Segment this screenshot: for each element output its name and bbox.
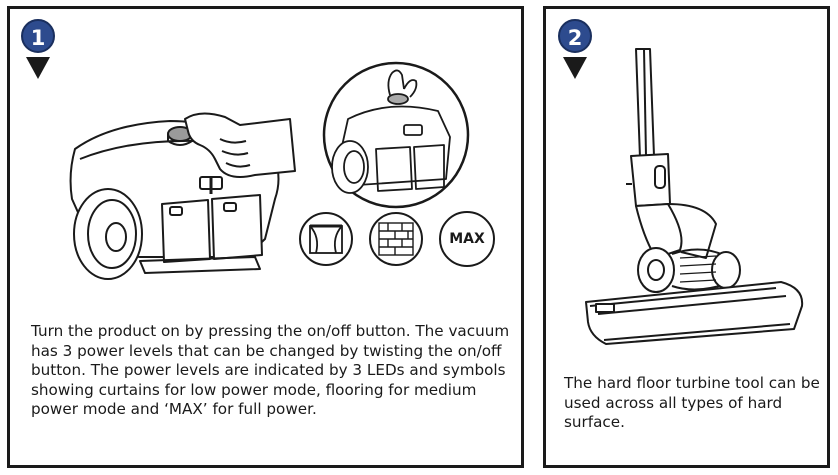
step-number: 1 bbox=[21, 19, 55, 53]
step-1-panel: 1 bbox=[7, 6, 524, 468]
turbine-tool-illustration bbox=[585, 48, 804, 345]
step-1-description: Turn the product on by pressing the on/o… bbox=[31, 322, 510, 418]
step-2-panel: 2 The hard floo bbox=[543, 6, 830, 468]
down-arrow-icon bbox=[26, 57, 50, 79]
step-1-badge: 1 bbox=[21, 19, 55, 79]
down-arrow-icon bbox=[563, 57, 587, 79]
flooring-icon bbox=[369, 212, 423, 266]
zoom-illustration bbox=[322, 61, 470, 209]
max-label: MAX bbox=[449, 231, 485, 247]
vacuum-illustration bbox=[69, 112, 296, 280]
step-number: 2 bbox=[558, 19, 592, 53]
step-2-badge: 2 bbox=[558, 19, 592, 79]
step-2-description: The hard floor turbine tool can be used … bbox=[564, 374, 820, 431]
max-icon: MAX bbox=[439, 211, 495, 267]
curtains-icon bbox=[299, 212, 353, 266]
